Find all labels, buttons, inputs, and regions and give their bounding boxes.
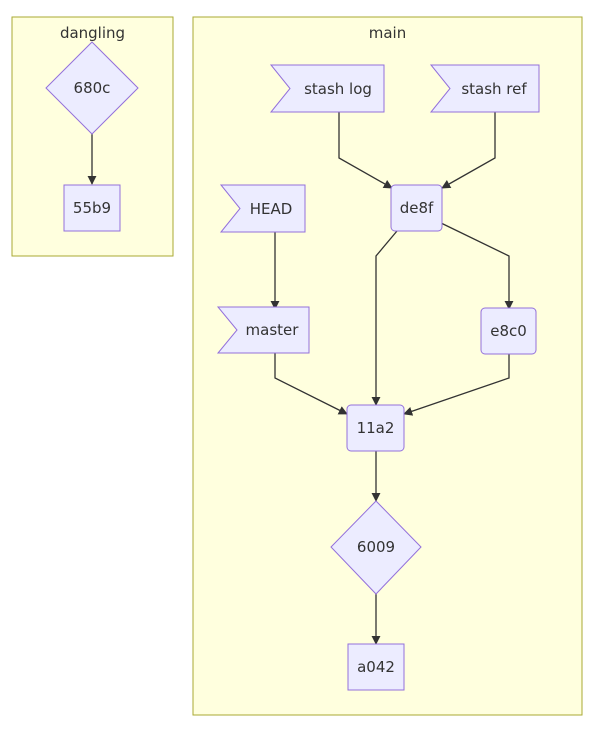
- node-stash-ref: stash ref: [429, 64, 540, 113]
- node-stash-log-label: stash log: [304, 80, 372, 98]
- node-head-label: HEAD: [250, 200, 293, 218]
- node-a042-label: a042: [357, 658, 395, 676]
- node-6009: 6009: [330, 500, 422, 595]
- node-head: HEAD: [219, 184, 306, 233]
- node-11a2-label: 11a2: [357, 419, 395, 437]
- node-680c: 680c: [45, 41, 139, 135]
- node-master-label: master: [246, 321, 300, 339]
- node-stash-log: stash log: [269, 64, 385, 113]
- edge-de8f-e8c0: [440, 222, 514, 310]
- edges: [87, 112, 514, 645]
- edge-e8c0-11a2: [403, 354, 510, 416]
- node-55b9-label: 55b9: [73, 199, 111, 217]
- edge-stashlog-de8f: [338, 112, 393, 189]
- edge-de8f-11a2: [371, 230, 398, 406]
- node-e8c0-label: e8c0: [490, 322, 527, 340]
- node-e8c0: e8c0: [480, 307, 537, 355]
- node-55b9: 55b9: [63, 184, 121, 232]
- node-a042: a042: [347, 643, 405, 691]
- cluster-main-label: main: [369, 24, 406, 42]
- node-de8f-label: de8f: [400, 199, 434, 217]
- cluster-main: main: [192, 16, 583, 716]
- edge-stashref-de8f: [441, 112, 496, 189]
- node-stash-ref-label: stash ref: [461, 80, 527, 98]
- node-master: master: [216, 306, 310, 354]
- node-680c-label: 680c: [74, 79, 111, 97]
- node-6009-label: 6009: [357, 538, 395, 556]
- node-11a2: 11a2: [346, 404, 405, 452]
- edge-master-11a2: [274, 353, 348, 415]
- node-de8f: de8f: [390, 184, 443, 232]
- cluster-dangling-label: dangling: [60, 24, 125, 42]
